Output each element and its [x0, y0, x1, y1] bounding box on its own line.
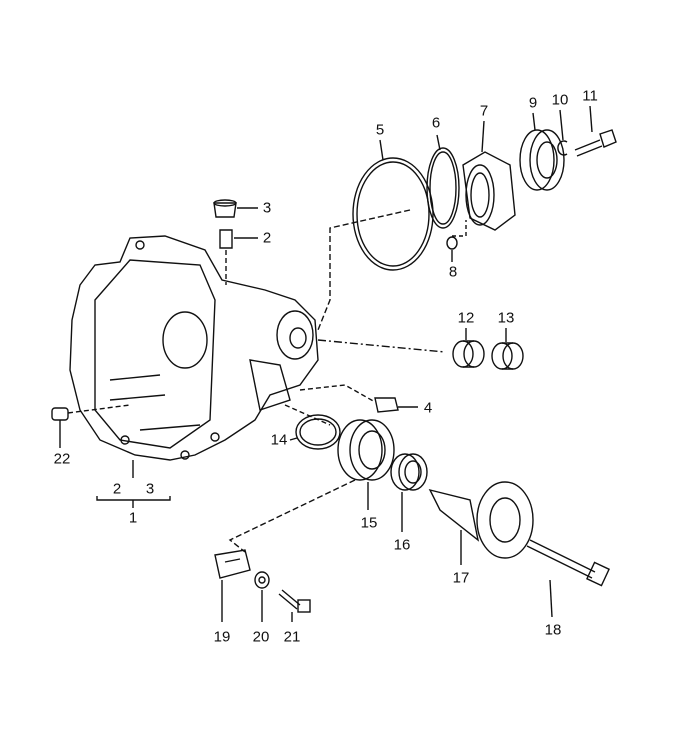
callout-7: 7: [479, 102, 489, 120]
callout-15: 15: [360, 514, 378, 532]
callout-2: 2: [262, 229, 272, 247]
callout-12: 12: [457, 309, 475, 327]
callout-18: 18: [544, 621, 562, 639]
group-label-3: 3: [145, 480, 155, 498]
callout-19: 19: [213, 628, 231, 646]
callout-1: 1: [128, 509, 138, 527]
callout-8: 8: [448, 263, 458, 281]
callout-21: 21: [283, 628, 301, 646]
callout-22: 22: [53, 450, 71, 468]
callout-16: 16: [393, 536, 411, 554]
callout-14: 14: [270, 431, 288, 449]
callout-5: 5: [375, 121, 385, 139]
transmission-housing: [69, 235, 319, 461]
callout-6: 6: [431, 114, 441, 132]
callout-4: 4: [423, 399, 433, 417]
group-label-2: 2: [112, 480, 122, 498]
callout-10: 10: [551, 91, 569, 109]
callout-3: 3: [262, 199, 272, 217]
callout-17: 17: [452, 569, 470, 587]
callout-20: 20: [252, 628, 270, 646]
callout-9: 9: [528, 94, 538, 112]
callout-11: 11: [582, 87, 598, 105]
callout-13: 13: [497, 309, 515, 327]
